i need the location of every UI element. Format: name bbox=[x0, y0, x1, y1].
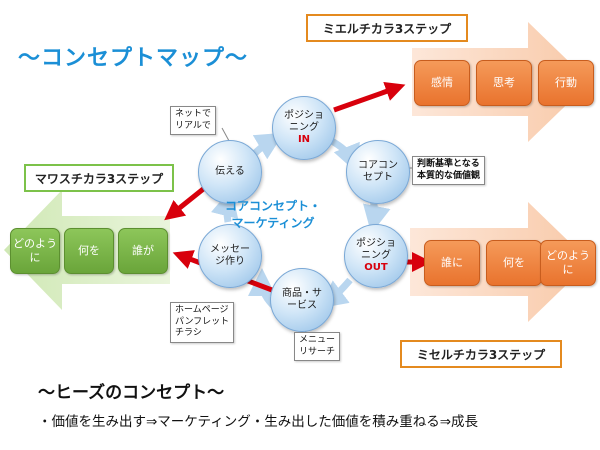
note-homepage: ホームページパンフレットチラシ bbox=[170, 302, 235, 344]
mawasu-item-3: 誰が bbox=[118, 228, 168, 274]
mieru-item-2: 思考 bbox=[476, 60, 532, 106]
circle-product-service: 商品・サービス bbox=[270, 268, 334, 332]
miseru-item-3: どのように bbox=[540, 240, 596, 286]
page-title: 〜コンセプトマップ〜 bbox=[18, 46, 249, 71]
circle-core-concept: コアコンセプト bbox=[346, 140, 410, 204]
footer-title: 〜ヒーズのコンセプト〜 bbox=[38, 383, 225, 403]
mawasu-label: マワスチカラ3ステップ bbox=[24, 164, 174, 192]
miseru-item-1: 誰に bbox=[424, 240, 480, 286]
miseru-label: ミセルチカラ3ステップ bbox=[400, 340, 562, 368]
note-menu: メニューリサーチ bbox=[294, 332, 341, 362]
circle-tsutaeru: 伝える bbox=[198, 140, 262, 204]
footer-description: ・価値を生み出す⇒マーケティング・生み出した価値を積み重ねる⇒成長 bbox=[38, 414, 479, 430]
red-arrow-to-mieru bbox=[333, 81, 406, 113]
note-judgment: 判断基準となる本質的な価値観 bbox=[412, 156, 486, 186]
center-concept-label: コアコンセプト・ マーケティング bbox=[224, 199, 321, 231]
mieru-item-1: 感情 bbox=[414, 60, 470, 106]
mawasu-item-2: 何を bbox=[64, 228, 114, 274]
note-net-real: ネットでリアルで bbox=[170, 106, 217, 136]
circle-message: メッセージ作り bbox=[198, 224, 262, 288]
miseru-item-2: 何を bbox=[486, 240, 542, 286]
mawasu-item-1: どのように bbox=[10, 228, 60, 274]
mieru-label: ミエルチカラ3ステップ bbox=[306, 14, 468, 42]
mieru-item-3: 行動 bbox=[538, 60, 594, 106]
